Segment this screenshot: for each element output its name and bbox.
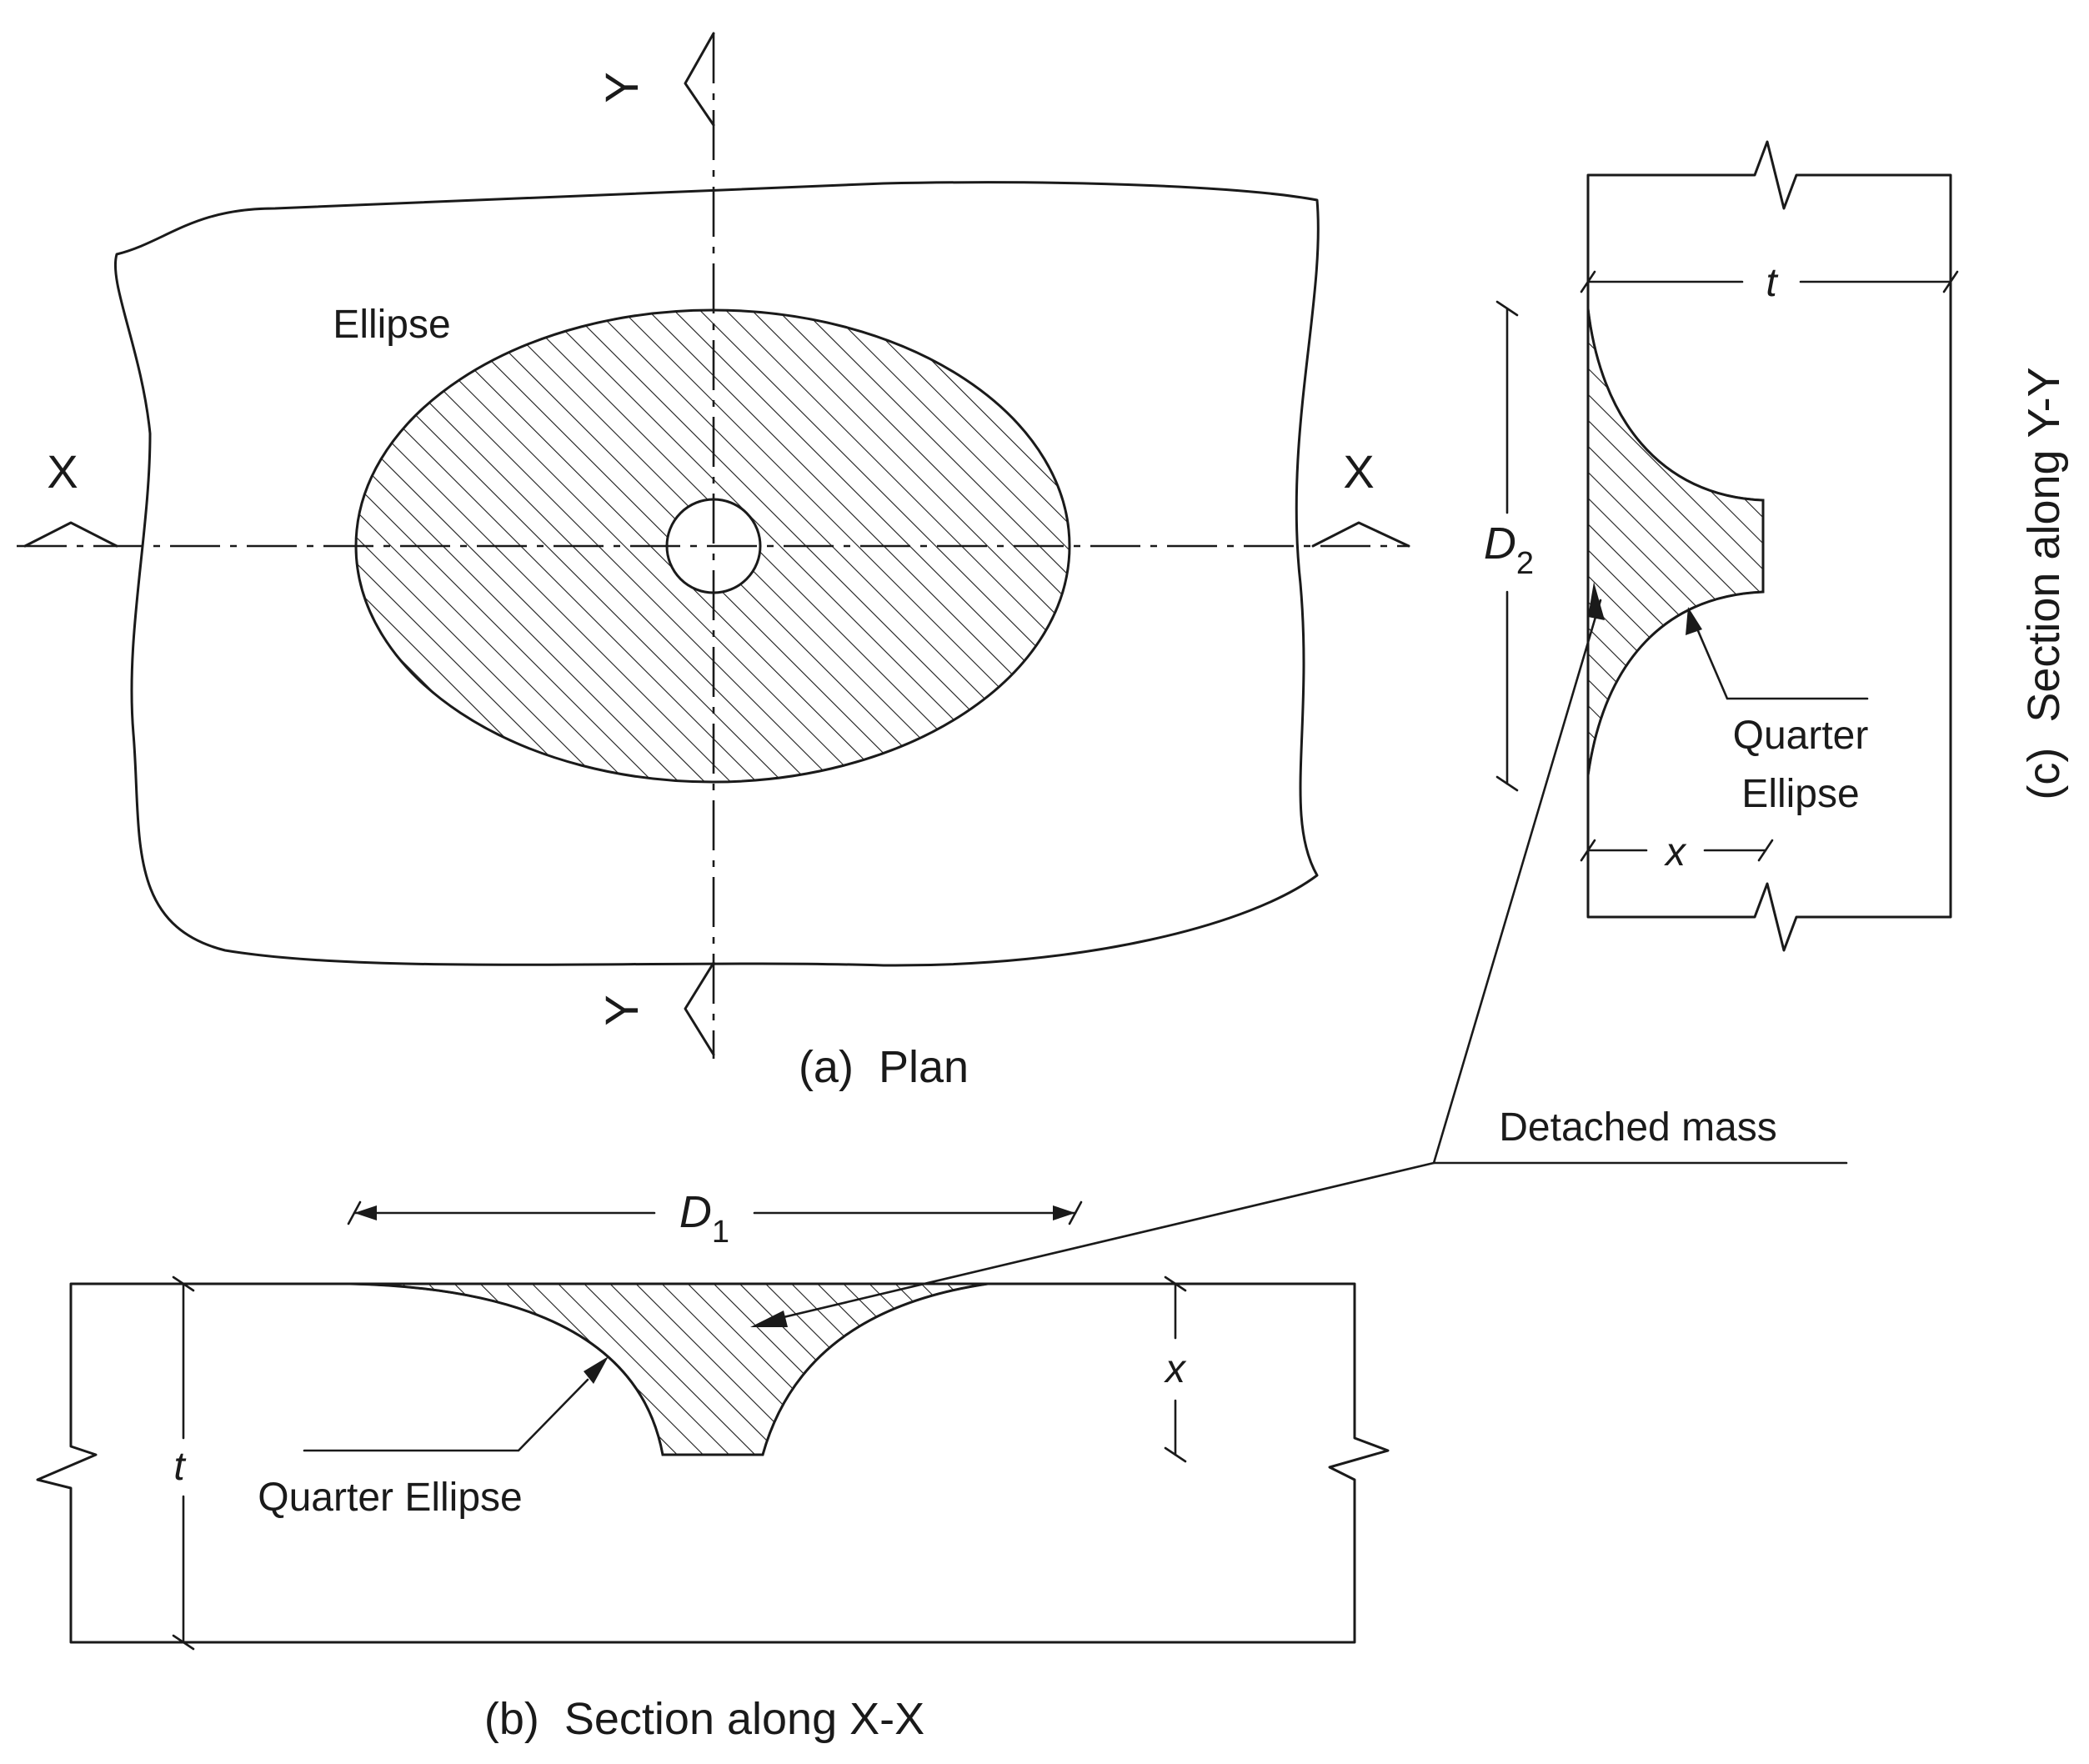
t-label-xx: t: [173, 1445, 186, 1489]
quarter-ellipse-label-yy-line1: Quarter: [1733, 714, 1869, 758]
section-xx-caption: (b) Section along X-X: [484, 1694, 924, 1744]
x-tick-left-yy: [1580, 839, 1596, 862]
x-tick-right-yy: [1757, 839, 1774, 862]
d1-arrow-right: [1053, 1205, 1075, 1220]
quarter-ellipse-top-curve-yy: [1586, 307, 1765, 502]
section-marker-x-right: [1311, 521, 1410, 548]
detached-mass-leader: [1432, 599, 1848, 1165]
t-label-yy: t: [1766, 261, 1778, 305]
detached-mass-leader-branch: [782, 1161, 1435, 1319]
x-label-xx: x: [1164, 1347, 1187, 1391]
quarter-ellipse-label-xx: Quarter Ellipse: [258, 1476, 522, 1520]
plan-caption: (a) Plan: [799, 1042, 969, 1092]
section-xx-view: D1 t x Quarter Ellipse (b) Section along…: [36, 1187, 1390, 1744]
detached-mass-arrow-xx: [750, 1310, 788, 1327]
ellipse-label: Ellipse: [333, 303, 450, 347]
section-yy-outline: [1586, 140, 1952, 952]
detached-mass-callout: Detached mass: [750, 582, 1848, 1327]
section-yy-view: t D2 x Quarter Ellipse (c) Section along…: [1484, 140, 2069, 952]
d1-label: D1: [679, 1187, 729, 1250]
section-marker-x-left: [23, 521, 118, 548]
quarter-ellipse-left-curve: [348, 1282, 664, 1456]
x-label-yy: x: [1664, 830, 1687, 874]
d1-subscript: 1: [712, 1215, 729, 1250]
y-marker-top: Y: [595, 72, 648, 103]
d2-subscript: 2: [1516, 546, 1534, 581]
section-marker-y-bottom: [684, 961, 715, 1056]
quarter-ellipse-arrow-yy: [1686, 607, 1702, 635]
x-tick-bottom: [1164, 1446, 1187, 1463]
x-marker-right: X: [1343, 445, 1374, 498]
d2-symbol: D: [1484, 519, 1516, 569]
section-xx-outline: [36, 1282, 1390, 1644]
detached-mass-arrow-yy: [1588, 582, 1605, 620]
t-tick-top: [172, 1275, 195, 1292]
plan-view: X X Y Y Ellipse (a) Plan: [17, 32, 1410, 1092]
d2-label: D2: [1484, 519, 1534, 581]
section-yy-spall-hatch: [1586, 308, 1765, 776]
quarter-ellipse-bottom-curve-yy: [1586, 590, 1765, 777]
t-tick-bottom: [172, 1634, 195, 1651]
t-tick-right-yy: [1942, 270, 1959, 293]
quarter-ellipse-arrow-xx: [584, 1356, 609, 1384]
plan-outline: [113, 181, 1320, 967]
quarter-ellipse-leader-xx: [303, 1378, 589, 1452]
d2-tick-bottom: [1495, 775, 1519, 792]
x-marker-left: X: [47, 445, 78, 498]
d2-tick-top: [1495, 300, 1519, 317]
d1-arrow-left: [354, 1205, 377, 1220]
detached-mass-label: Detached mass: [1499, 1105, 1777, 1150]
x-tick-top: [1164, 1275, 1187, 1292]
quarter-ellipse-right-curve: [761, 1282, 989, 1456]
section-yy-caption: (c) Section along Y-Y: [2019, 367, 2069, 799]
quarter-ellipse-leader-yy: [1695, 625, 1869, 700]
quarter-ellipse-label-yy-line2: Ellipse: [1741, 772, 1859, 816]
y-marker-bottom: Y: [595, 995, 648, 1025]
d1-symbol: D: [679, 1187, 712, 1237]
section-marker-y-top: [684, 32, 715, 127]
t-tick-left-yy: [1580, 270, 1596, 293]
